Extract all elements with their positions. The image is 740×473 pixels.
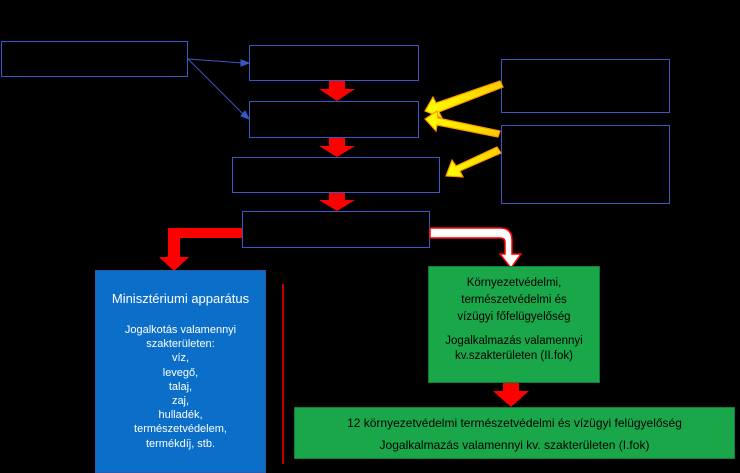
chain-box-3 <box>232 157 440 193</box>
ministry-item: talaj, <box>168 380 193 393</box>
main-inspectorate-line-3: vízügyi főfelügyelőség <box>457 311 571 323</box>
main-inspectorate-line-1: Környezetvédelmi, <box>466 277 562 289</box>
red-elbow-arrow <box>159 228 242 271</box>
ministry-apparatus-box: Minisztériumi apparátus Jogalkotás valam… <box>95 270 266 473</box>
ministry-subtitle-1: Jogalkotás valamennyi <box>124 324 237 336</box>
yellow-arrows <box>424 80 504 178</box>
white-elbow-arrow <box>429 227 523 270</box>
main-inspectorate-box: Környezetvédelmi, természetvédelmi és ví… <box>428 266 600 383</box>
ministry-title: Minisztériumi apparátus <box>111 291 250 306</box>
right-box-lower <box>501 125 670 204</box>
ministry-item: termékdíj, stb. <box>145 437 216 450</box>
main-inspectorate-line-2: természetvédelmi és <box>461 294 567 306</box>
top-left-box <box>1 41 188 77</box>
red-down-arrows <box>319 81 529 407</box>
regional-inspectorates-line-1: 12 környezetvédelmi természetvédelmi és … <box>347 416 682 430</box>
ministry-subtitle-2: szakterületen: <box>146 338 215 351</box>
ministry-item: természetvédelem, <box>134 423 227 436</box>
regional-inspectorates-box: 12 környezetvédelmi természetvédelmi és … <box>294 407 735 459</box>
ministry-item: hulladék, <box>158 409 203 422</box>
chain-box-2 <box>249 101 419 138</box>
main-inspectorate-line-5: kv.szakterületen (II.fok) <box>454 350 574 362</box>
right-box-upper <box>501 59 670 113</box>
main-inspectorate-line-4: Jogalkalmazás valamennyi <box>445 335 583 347</box>
thin-connector-arrows <box>187 58 251 120</box>
chain-box-4 <box>242 211 430 248</box>
regional-inspectorates-line-2: Jogalkalmazás valamennyi kv. szakterület… <box>379 438 650 452</box>
ministry-item: levegő, <box>162 366 199 379</box>
ministry-item: zaj, <box>171 395 190 408</box>
chain-box-1 <box>249 45 419 81</box>
ministry-item: víz, <box>171 352 190 365</box>
